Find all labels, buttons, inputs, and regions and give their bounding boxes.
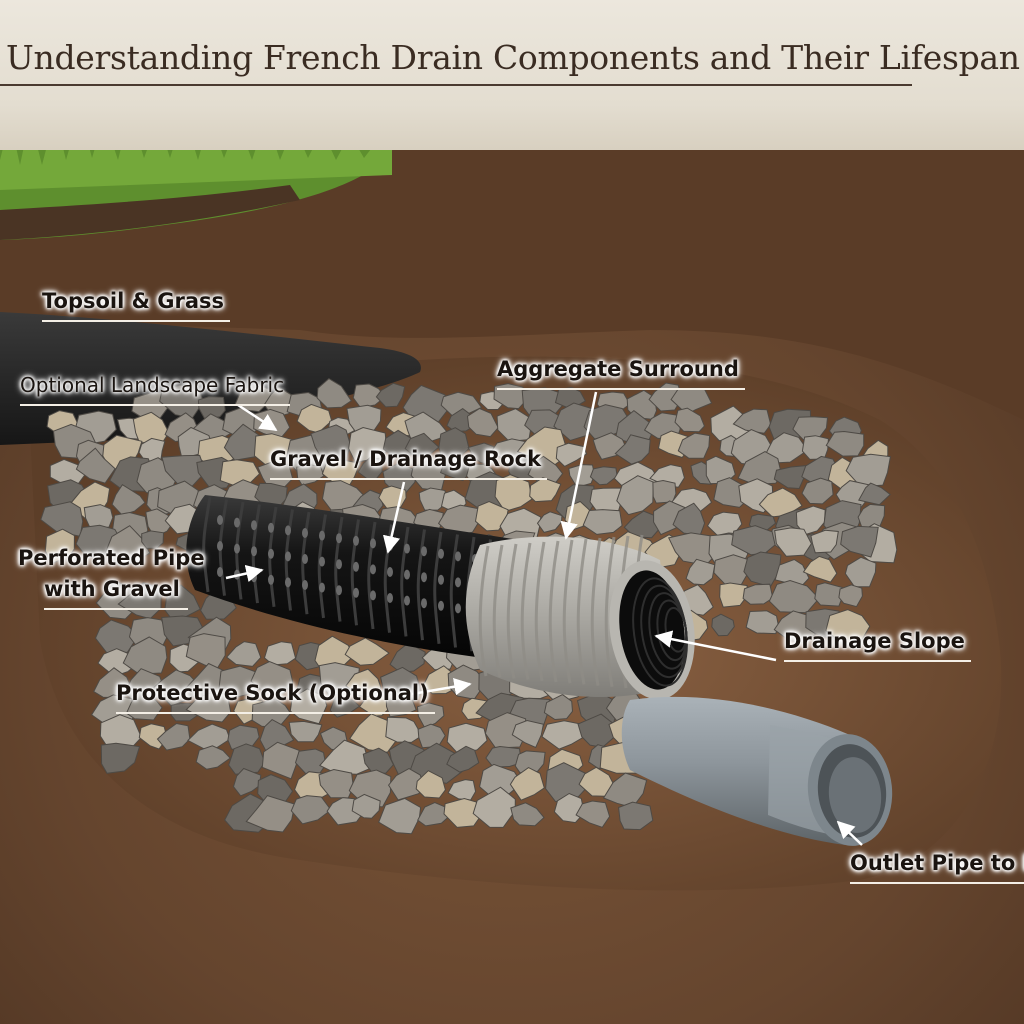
label-perforated-line1: Perforated Pipe [18, 545, 205, 571]
pipe-hole [268, 523, 274, 533]
pipe-hole [387, 593, 393, 603]
pipe-hole [421, 546, 427, 556]
pipe-hole [455, 603, 461, 613]
pipe-hole [455, 551, 461, 561]
pipe-hole [438, 601, 444, 611]
rock [743, 584, 773, 604]
pipe-hole [319, 531, 325, 541]
pipe-hole [404, 544, 410, 554]
label-drainage-slope: Drainage Slope [784, 628, 971, 662]
pipe-hole [421, 598, 427, 608]
pipe-hole [370, 564, 376, 574]
rock [653, 481, 676, 504]
label-landscape-fabric: Optional Landscape Fabric [20, 373, 290, 406]
pipe-hole [421, 572, 427, 582]
pipe-hole [268, 575, 274, 585]
pipe-hole [336, 559, 342, 569]
pipe-hole [217, 515, 223, 525]
pipe-hole [387, 567, 393, 577]
pipe-hole [336, 533, 342, 543]
label-aggregate-surround: Aggregate Surround [497, 356, 745, 390]
pipe-hole [370, 538, 376, 548]
pipe-hole [217, 541, 223, 551]
pipe-hole [336, 585, 342, 595]
pipe-hole [353, 562, 359, 572]
pipe-hole [370, 590, 376, 600]
label-perforated-line2: with Gravel [44, 576, 188, 610]
pipe-hole [438, 575, 444, 585]
pipe-hole [285, 551, 291, 561]
pipe-hole [438, 549, 444, 559]
label-topsoil: Topsoil & Grass [42, 288, 230, 322]
pipe-hole [302, 580, 308, 590]
pipe-hole [404, 596, 410, 606]
pipe-hole [404, 570, 410, 580]
pipe-hole [285, 525, 291, 535]
pipe-hole [285, 577, 291, 587]
pipe-hole [251, 572, 257, 582]
rock [802, 436, 828, 460]
pipe-hole [319, 557, 325, 567]
pipe-hole [353, 536, 359, 546]
pipe-hole [319, 583, 325, 593]
title-underline [0, 84, 912, 86]
rock [746, 611, 778, 634]
label-protective-sock: Protective Sock (Optional) [116, 680, 435, 714]
pipe-hole [302, 528, 308, 538]
pipe-hole [234, 518, 240, 528]
pipe-hole [217, 567, 223, 577]
pipe-hole [251, 546, 257, 556]
label-outlet-pipe: Outlet Pipe to Dr [850, 850, 1024, 884]
pipe-hole [268, 549, 274, 559]
pipe-hole [234, 544, 240, 554]
label-gravel-rock: Gravel / Drainage Rock [270, 446, 547, 480]
pipe-hole [302, 554, 308, 564]
pipe-hole [455, 577, 461, 587]
pipe-hole [251, 520, 257, 530]
page-title: Understanding French Drain Components an… [6, 38, 1020, 77]
pipe-hole [353, 588, 359, 598]
